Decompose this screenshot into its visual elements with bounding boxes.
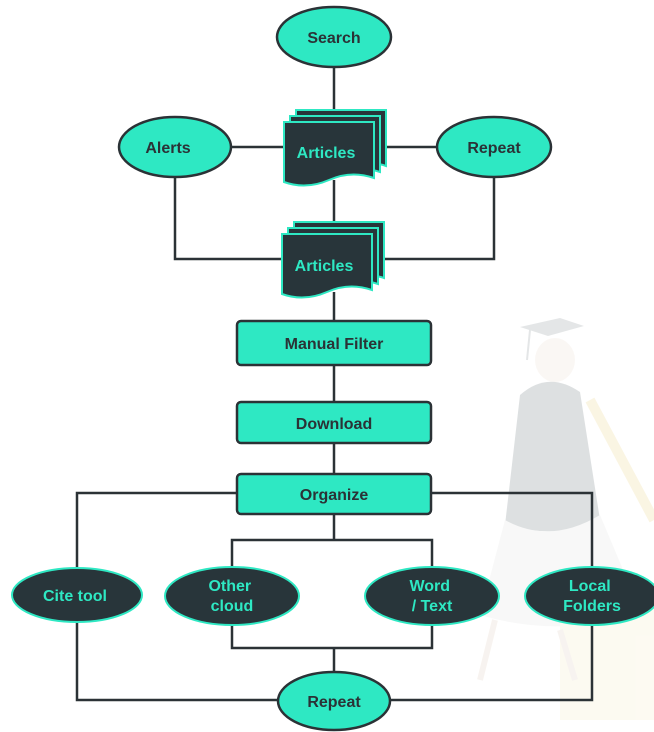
alerts-label: Alerts [145,140,190,157]
articles-1-label: Articles [297,145,356,162]
other-cloud-label: Other cloud [208,578,255,615]
repeat-bottom-label: Repeat [307,694,361,711]
download-node: Download [235,400,433,445]
search-node: Search [275,5,393,69]
other-cloud-node: Other cloud [164,566,300,626]
organize-label: Organize [300,487,369,504]
word-text-line-1: Word [409,578,450,595]
repeat-top-node: Repeat [435,115,553,179]
word-text-line-2: / Text [412,598,453,615]
manual-filter-node: Manual Filter [235,319,433,367]
repeat-bottom-node: Repeat [276,670,392,732]
search-label: Search [307,30,360,47]
cite-tool-node: Cite tool [11,567,143,623]
articles-2-node: Articles [281,221,385,299]
articles-2-label: Articles [295,258,354,275]
local-folders-node: Local Folders [524,566,654,626]
local-folders-label: Local Folders [563,578,621,615]
local-folders-line-2: Folders [563,598,621,615]
articles-1-node: Articles [283,109,387,187]
word-text-label: Word / Text [409,578,454,615]
word-text-node: Word / Text [364,566,500,626]
alerts-node: Alerts [117,115,233,179]
manual-filter-label: Manual Filter [285,336,384,353]
other-cloud-line-1: Other [208,578,251,595]
other-cloud-line-2: cloud [211,598,254,615]
repeat-top-label: Repeat [467,140,521,157]
organize-node: Organize [235,472,433,516]
local-folders-line-1: Local [569,578,611,595]
download-label: Download [296,416,372,433]
connectors [75,66,594,702]
graduate-illustration [477,318,654,720]
cite-tool-label: Cite tool [43,588,107,605]
